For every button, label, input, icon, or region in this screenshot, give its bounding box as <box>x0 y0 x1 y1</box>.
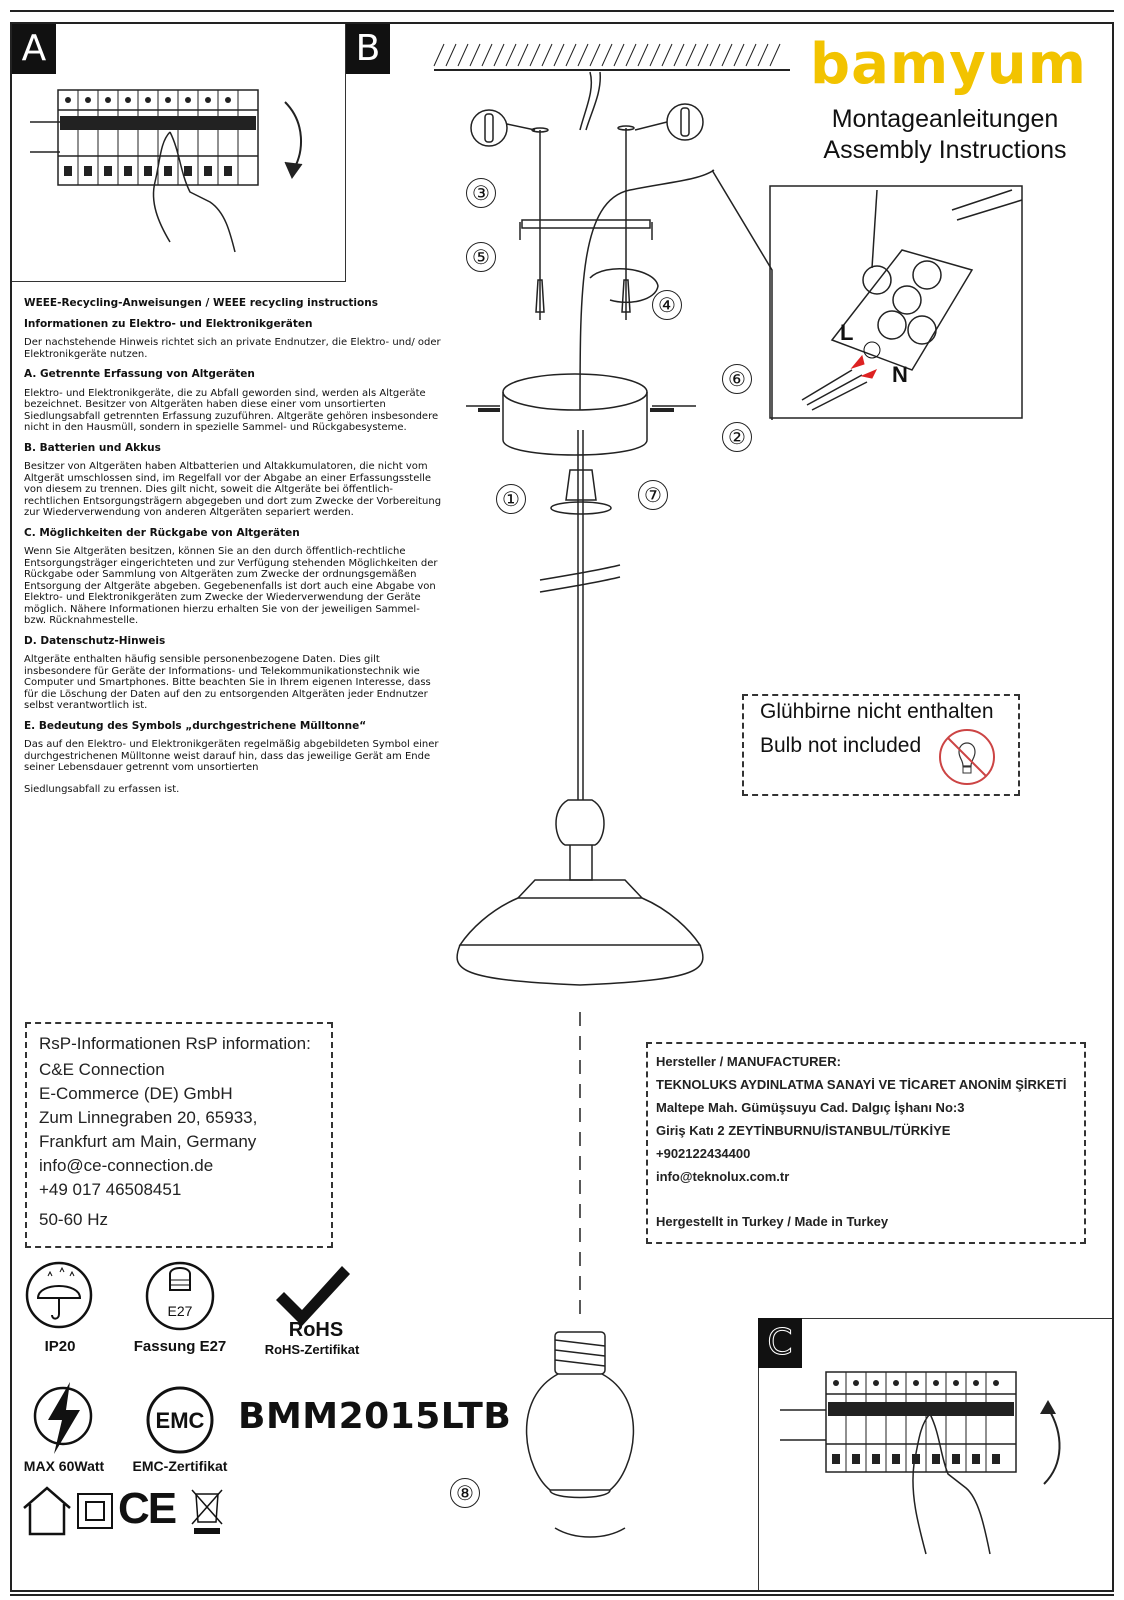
weee-heading-b: B. Batterien und Akkus <box>24 441 161 454</box>
weee-heading-d: D. Datenschutz-Hinweis <box>24 634 166 647</box>
rohs-label: RoHS-Zertifikat <box>264 1342 360 1357</box>
rsp-line: C&E Connection <box>39 1060 165 1079</box>
manufacturer-title: Hersteller / MANUFACTURER: <box>656 1054 841 1069</box>
rsp-info-box: RsP-Informationen RsP information: C&E C… <box>25 1022 333 1248</box>
assembly-title: Montageanleitungen Assembly Instructions <box>800 104 1090 166</box>
weee-instructions: WEEE-Recycling-Anweisungen / WEEE recycl… <box>24 297 444 797</box>
rsp-phone: +49 017 46508451 <box>39 1180 182 1199</box>
e27-badge-text: E27 <box>168 1303 193 1319</box>
step-6: ⑥ <box>722 364 752 394</box>
weee-subtitle: Informationen zu Elektro- und Elektronik… <box>24 317 313 330</box>
panel-a <box>12 24 346 282</box>
bulb-not-included-note: Glühbirne nicht enthalten Bulb not inclu… <box>742 694 1020 796</box>
manufacturer-line: Maltepe Mah. Gümüşsuyu Cad. Dalgıç İşhan… <box>656 1100 965 1115</box>
emc-label: EMC-Zertifikat <box>132 1458 228 1474</box>
weee-text-c: Wenn Sie Altgeräten besitzen, können Sie… <box>24 546 438 626</box>
screwdriver-icon <box>470 103 704 147</box>
max-watt-lightning-icon <box>33 1382 93 1454</box>
earth-icon <box>863 341 881 359</box>
rohs-badge-text: RoHS <box>289 1319 343 1341</box>
rsp-line: Zum Linnegraben 20, 65933, <box>39 1108 258 1127</box>
rsp-frequency: 50-60 Hz <box>39 1210 108 1229</box>
panel-c <box>758 1318 1112 1590</box>
breaker-illustration-a <box>30 89 303 253</box>
step-5: ⑤ <box>466 242 496 272</box>
double-insulation-icon <box>77 1493 113 1529</box>
step-8: ⑧ <box>450 1478 480 1508</box>
max-watt-label: MAX 60Watt <box>23 1458 105 1474</box>
weee-heading-c: C. Möglichkeiten der Rückgabe von Altger… <box>24 526 300 539</box>
terminal-block-zoom: L N <box>712 169 1023 420</box>
model-number: BMM2015LTB <box>238 1396 512 1437</box>
step-2: ② <box>722 422 752 452</box>
ip20-label: IP20 <box>44 1338 76 1355</box>
weee-text-d: Altgeräte enthalten häufig sensible pers… <box>24 654 431 711</box>
panel-a-letter: A <box>12 24 56 74</box>
rohs-check-icon: RoHS <box>276 1266 350 1341</box>
rsp-email: info@ce-connection.de <box>39 1156 214 1175</box>
panel-b-letter: B <box>346 24 390 74</box>
step-1: ① <box>496 484 526 514</box>
emc-icon: EMC <box>146 1386 214 1454</box>
weee-heading-a: A. Getrennte Erfassung von Altgeräten <box>24 368 255 380</box>
weee-intro: Der nachstehende Hinweis richtet sich an… <box>24 337 441 360</box>
weee-text-b: Besitzer von Altgeräten haben Altbatteri… <box>24 461 442 518</box>
bottom-rule <box>10 1594 1114 1596</box>
indoor-use-icon <box>23 1486 71 1536</box>
breaker-illustration-c <box>780 1371 1061 1555</box>
weee-heading-e: E. Bedeutung des Symbols „durchgestriche… <box>24 719 367 732</box>
manufacturer-box: Hersteller / MANUFACTURER: TEKNOLUKS AYD… <box>646 1042 1086 1244</box>
weee-text-a: Elektro- und Elektronikgeräte, die zu Ab… <box>24 387 439 434</box>
pendant-assembly-diagram <box>433 43 790 1538</box>
weee-text-e: Das auf den Elektro- und Elektronikgerät… <box>24 739 439 773</box>
terminal-live-label: L <box>840 320 853 345</box>
top-rule <box>10 10 1114 12</box>
ce-mark: CE <box>118 1484 177 1533</box>
rsp-line: E-Commerce (DE) GmbH <box>39 1084 233 1103</box>
no-bulb-icon <box>939 729 995 785</box>
manufacturer-email: info@teknolux.com.tr <box>656 1169 790 1184</box>
emc-badge-text: EMC <box>156 1408 205 1433</box>
manufacturer-line: TEKNOLUKS AYDINLATMA SANAYİ VE TİCARET A… <box>656 1077 1067 1092</box>
terminal-neutral-label: N <box>892 362 908 387</box>
manufacturer-line: Giriş Katı 2 ZEYTİNBURNU/İSTANBUL/TÜRKİY… <box>656 1123 951 1138</box>
weee-title: WEEE-Recycling-Anweisungen / WEEE recycl… <box>24 297 378 309</box>
weee-bin-icon <box>191 1489 223 1534</box>
weee-outro: Siedlungsabfall zu erfassen ist. <box>24 783 180 795</box>
step-7: ⑦ <box>638 480 668 510</box>
rsp-title: RsP-Informationen RsP information: <box>39 1034 311 1053</box>
rsp-line: Frankfurt am Main, Germany <box>39 1132 257 1151</box>
ip20-umbrella-icon <box>25 1261 93 1329</box>
assembly-title-de: Montageanleitungen <box>831 105 1059 133</box>
made-in: Hergestellt in Turkey / Made in Turkey <box>656 1214 889 1229</box>
socket-label: Fassung E27 <box>133 1338 227 1355</box>
panel-c-letter: C <box>758 1318 802 1368</box>
bulb-note-de: Glühbirne nicht enthalten <box>760 700 994 723</box>
step-3: ③ <box>466 178 496 208</box>
e27-socket-icon: E27 <box>145 1261 215 1331</box>
bulb-note-en: Bulb not included <box>760 734 922 757</box>
page-frame <box>10 22 1114 1592</box>
step-4: ④ <box>652 290 682 320</box>
assembly-title-en: Assembly Instructions <box>823 136 1067 164</box>
manufacturer-phone: +902122434400 <box>656 1146 751 1161</box>
brand-logo: bamyum <box>810 32 1087 97</box>
